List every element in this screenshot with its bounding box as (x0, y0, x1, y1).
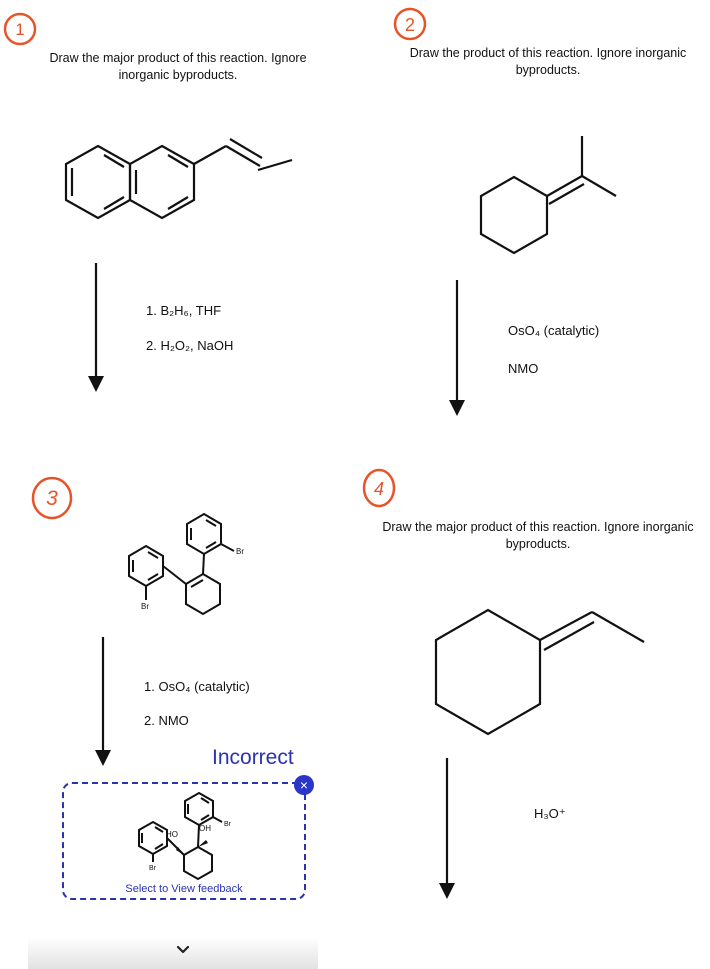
svg-text:2: 2 (405, 15, 415, 35)
question-number-1-annotation: 1 (3, 12, 37, 46)
view-feedback-link[interactable]: Select to View feedback (125, 883, 243, 895)
answer-label-hydroxyl-1: HO (166, 830, 178, 839)
question-2-reagent-2: NMO (508, 361, 539, 376)
close-icon[interactable]: × (294, 775, 314, 795)
expand-panel-bar[interactable] (28, 937, 318, 969)
question-1-reagent-1: 1. B₂H₆, THF (146, 303, 222, 318)
answer-label-hydroxyl-2: OH (199, 824, 211, 833)
svg-text:1: 1 (15, 20, 24, 39)
answer-status-label: Incorrect (212, 746, 294, 769)
question-3-reagent-2: 2. NMO (144, 713, 189, 728)
reactant-bromo-label-1: Br (236, 547, 244, 556)
question-4-reagent-1: H₃O⁺ (534, 806, 566, 821)
answer-label-bromo-1: Br (224, 821, 232, 828)
svg-text:4: 4 (374, 479, 384, 499)
question-2-prompt: Draw the product of this reaction. Ignor… (409, 46, 687, 77)
answer-label-bromo-2: Br (149, 865, 157, 872)
question-2-reagent-1: OsO₄ (catalytic) (508, 323, 600, 338)
question-number-4-annotation: 4 (362, 468, 396, 508)
reactant-bromo-label-2: Br (141, 602, 149, 611)
question-1-reagent-2: 2. H₂O₂, NaOH (146, 338, 234, 353)
svg-text:3: 3 (46, 487, 58, 510)
question-number-3-annotation: 3 (31, 476, 73, 520)
submitted-answer-box[interactable] (62, 782, 306, 900)
question-4-prompt: Draw the major product of this reaction.… (382, 520, 694, 551)
question-1-prompt: Draw the major product of this reaction.… (49, 51, 307, 82)
chevron-down-icon[interactable] (175, 944, 191, 956)
question-3-reagent-1: 1. OsO₄ (catalytic) (144, 679, 250, 694)
question-number-2-annotation: 2 (393, 7, 427, 41)
